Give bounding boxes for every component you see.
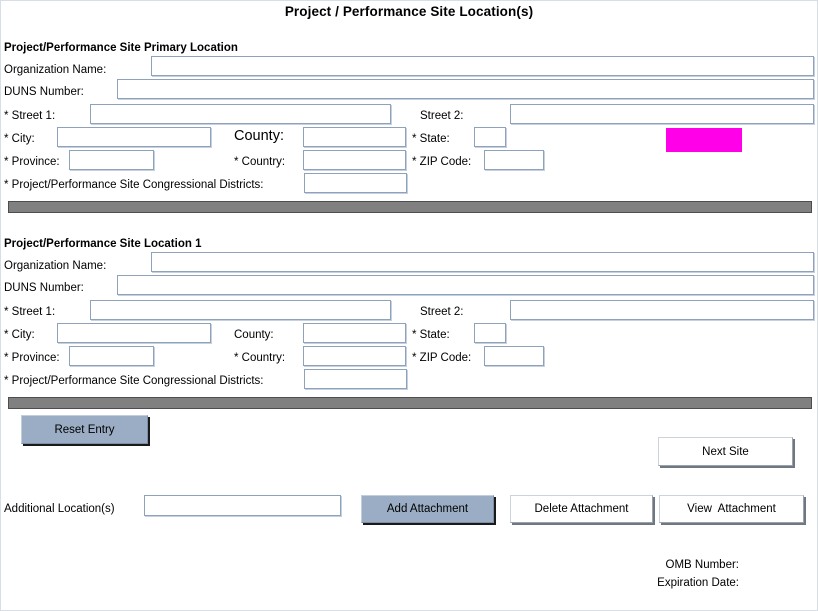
province-label-1: * Province: xyxy=(4,352,60,364)
country-input-1[interactable] xyxy=(303,346,406,366)
province-label-primary: * Province: xyxy=(4,156,60,168)
congressional-districts-label-1: * Project/Performance Site Congressional… xyxy=(4,375,264,387)
country-label-primary: * Country: xyxy=(234,156,286,168)
city-input-1[interactable] xyxy=(57,323,211,343)
view-attachment-button[interactable]: View Attachment xyxy=(659,495,804,523)
street1-input-primary[interactable] xyxy=(90,104,391,124)
state-label-primary: * State: xyxy=(412,133,450,145)
add-attachment-button[interactable]: Add Attachment xyxy=(361,495,494,523)
street1-label-1: * Street 1: xyxy=(4,306,56,318)
street2-input-1[interactable] xyxy=(510,300,814,320)
country-input-primary[interactable] xyxy=(303,150,406,170)
congressional-districts-input-primary[interactable] xyxy=(304,173,407,193)
street1-label-primary: * Street 1: xyxy=(4,110,56,122)
county-input-1[interactable] xyxy=(303,323,406,343)
organization-name-label-primary: Organization Name: xyxy=(4,64,107,76)
duns-number-input-1[interactable] xyxy=(117,275,814,295)
street1-input-1[interactable] xyxy=(90,300,391,320)
congressional-districts-label-primary: * Project/Performance Site Congressional… xyxy=(4,179,264,191)
duns-number-label-primary: DUNS Number: xyxy=(4,86,84,98)
province-input-primary[interactable] xyxy=(69,150,154,170)
province-input-1[interactable] xyxy=(69,346,154,366)
section-heading-primary: Project/Performance Site Primary Locatio… xyxy=(4,42,238,54)
additional-locations-label: Additional Location(s) xyxy=(4,503,115,515)
section-heading-location-1: Project/Performance Site Location 1 xyxy=(4,238,202,250)
street2-label-primary: Street 2: xyxy=(420,110,464,122)
delete-attachment-button[interactable]: Delete Attachment xyxy=(510,495,653,523)
state-input-1[interactable] xyxy=(474,323,506,343)
organization-name-input-1[interactable] xyxy=(151,252,814,272)
city-label-1: * City: xyxy=(4,329,35,341)
expiration-date-label: Expiration Date: xyxy=(657,577,739,589)
highlight-swatch xyxy=(666,128,742,152)
next-site-button[interactable]: Next Site xyxy=(658,437,793,466)
country-label-1: * Country: xyxy=(234,352,286,364)
zip-label-1: * ZIP Code: xyxy=(412,352,472,364)
zip-input-1[interactable] xyxy=(484,346,544,366)
section-divider-1 xyxy=(8,201,812,213)
additional-locations-input[interactable] xyxy=(144,495,341,516)
street2-input-primary[interactable] xyxy=(510,104,814,124)
street2-label-1: Street 2: xyxy=(420,306,464,318)
omb-number-label: OMB Number: xyxy=(665,559,740,571)
section-divider-2 xyxy=(8,397,812,409)
organization-name-label-1: Organization Name: xyxy=(4,260,107,272)
reset-entry-button[interactable]: Reset Entry xyxy=(21,415,148,444)
organization-name-input-primary[interactable] xyxy=(151,56,814,76)
state-label-1: * State: xyxy=(412,329,450,341)
county-input-primary[interactable] xyxy=(303,127,406,147)
state-input-primary[interactable] xyxy=(474,127,506,147)
county-label-primary: County: xyxy=(234,128,284,144)
zip-label-primary: * ZIP Code: xyxy=(412,156,472,168)
page-title: Project / Performance Site Location(s) xyxy=(284,4,534,19)
city-input-primary[interactable] xyxy=(57,127,211,147)
duns-number-input-primary[interactable] xyxy=(117,79,814,99)
congressional-districts-input-1[interactable] xyxy=(304,369,407,389)
duns-number-label-1: DUNS Number: xyxy=(4,282,84,294)
city-label-primary: * City: xyxy=(4,133,35,145)
county-label-1: County: xyxy=(234,329,274,341)
zip-input-primary[interactable] xyxy=(484,150,544,170)
